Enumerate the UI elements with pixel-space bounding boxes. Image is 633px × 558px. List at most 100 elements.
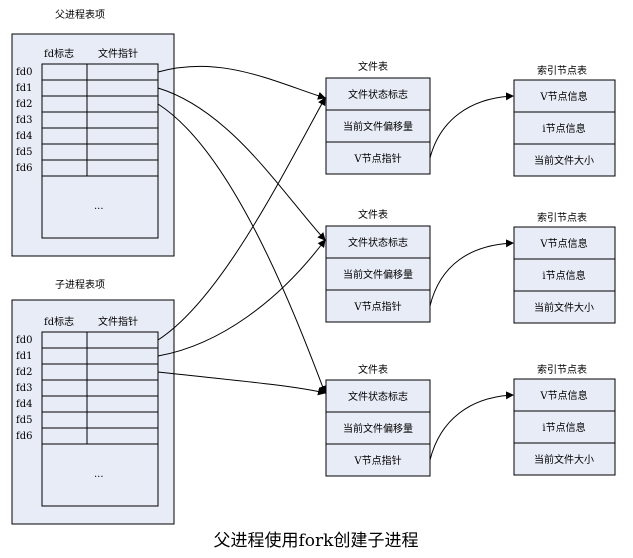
parent-fd-label: fd4: [16, 131, 32, 142]
child-fd4-flag-cell: [41, 395, 88, 413]
file-size: 当前文件大小: [534, 154, 594, 167]
inode-table-row: [513, 378, 616, 412]
file-offset: 当前文件偏移量: [343, 268, 413, 281]
diagram-caption: 父进程使用fork创建子进程: [214, 530, 419, 551]
arrow-vnode-1-to-inode-table-1: [429, 92, 514, 159]
parent-fd2-flag-cell: [41, 95, 88, 113]
child-col-fd-header: fd标志: [44, 315, 74, 328]
parent-fd-label: fd0: [16, 67, 32, 78]
parent-fd-rows: [41, 63, 159, 239]
child-fd-label: fd5: [16, 415, 32, 426]
vnode-pointer: V节点指针: [353, 152, 401, 165]
file-table-row: [325, 289, 431, 323]
child-fd-label: fd0: [16, 335, 32, 346]
file-table-3: 文件表 文件状态标志 当前文件偏移量 V节点指针: [325, 363, 431, 477]
arrow-child-fd2-to-file-table-3: [157, 371, 326, 396]
parent-fd3-ptr-cell: [86, 111, 159, 129]
child-rest-cell: [41, 443, 159, 507]
child-fd-label: fd3: [16, 383, 32, 394]
child-fd1-flag-cell: [41, 347, 88, 365]
child-col-ptr-header: 文件指针: [98, 315, 138, 328]
child-table-title: 子进程表项: [55, 278, 105, 291]
file-status-flags: 文件状态标志: [348, 236, 408, 249]
arrow-child-fd0-to-file-table-1: [157, 97, 326, 341]
inode-table-row: [513, 111, 616, 145]
file-size: 当前文件大小: [534, 453, 594, 466]
child-fd-label: fd6: [16, 431, 32, 442]
parent-fd-label: fd3: [16, 115, 32, 126]
child-fd-label: fd4: [16, 399, 32, 410]
parent-fd2-ptr-cell: [86, 95, 159, 113]
inode-table-row: [513, 410, 616, 444]
file-offset: 当前文件偏移量: [343, 422, 413, 435]
parent-fd3-flag-cell: [41, 111, 88, 129]
inode-table-title: 索引节点表: [537, 211, 587, 224]
file-table-row: [325, 77, 431, 111]
inode-table-title: 索引节点表: [537, 363, 587, 376]
child-fd6-ptr-cell: [86, 427, 159, 445]
file-table-1: 文件表 文件状态标志 当前文件偏移量 V节点指针: [325, 60, 431, 175]
arrow-parent-fd1-to-file-table-2: [157, 87, 326, 241]
inode-table-row: [513, 258, 616, 292]
child-ellipsis: ...: [94, 469, 104, 480]
inode-table-row: [513, 290, 616, 324]
file-table-title: 文件表: [358, 208, 388, 221]
child-fd0-flag-cell: [41, 331, 88, 349]
child-fd1-ptr-cell: [86, 347, 159, 365]
inode-table-2: 索引节点表 V节点信息 i节点信息 当前文件大小: [513, 211, 616, 324]
vnode-info: V节点信息: [539, 90, 587, 103]
child-fd4-ptr-cell: [86, 395, 159, 413]
inode-table-row: [513, 143, 616, 177]
parent-fd-label: fd2: [16, 99, 32, 110]
parent-ellipsis: ...: [94, 201, 104, 212]
child-fd2-flag-cell: [41, 363, 88, 381]
child-fd3-flag-cell: [41, 379, 88, 397]
inode-info: i节点信息: [542, 421, 585, 434]
child-fd5-ptr-cell: [86, 411, 159, 429]
child-fd-rows: [41, 331, 159, 507]
parent-process-table: 父进程表项 fd标志 文件指针 fd0 fd1 fd2 fd3 fd4 fd5 …: [11, 8, 175, 257]
child-fd-label: fd1: [16, 351, 32, 362]
file-table-row: [325, 109, 431, 143]
file-table-row: [325, 225, 431, 259]
parent-fd4-flag-cell: [41, 127, 88, 145]
parent-fd1-flag-cell: [41, 79, 88, 97]
child-fd5-flag-cell: [41, 411, 88, 429]
vnode-pointer: V节点指针: [353, 300, 401, 313]
vnode-info: V节点信息: [539, 389, 587, 402]
parent-fd0-flag-cell: [41, 63, 88, 81]
inode-info: i节点信息: [542, 269, 585, 282]
parent-rest-cell: [41, 175, 159, 239]
inode-table-row: [513, 79, 616, 113]
parent-col-fd-header: fd标志: [44, 47, 74, 60]
child-fd2-ptr-cell: [86, 363, 159, 381]
parent-fd6-flag-cell: [41, 159, 88, 177]
inode-table-row: [513, 442, 616, 476]
file-table-2: 文件表 文件状态标志 当前文件偏移量 V节点指针: [325, 208, 431, 323]
child-fd-label: fd2: [16, 367, 32, 378]
parent-fd5-flag-cell: [41, 143, 88, 161]
arrow-parent-fd0-to-file-table-1: [157, 65, 326, 100]
file-table-row: [325, 411, 431, 445]
inode-table-title: 索引节点表: [537, 64, 587, 77]
file-table-title: 文件表: [358, 60, 388, 73]
child-fd6-flag-cell: [41, 427, 88, 445]
parent-fd6-ptr-cell: [86, 159, 159, 177]
parent-col-ptr-header: 文件指针: [98, 47, 138, 60]
child-fd0-ptr-cell: [86, 331, 159, 349]
parent-fd-label: fd1: [16, 83, 32, 94]
vnode-pointer: V节点指针: [353, 454, 401, 467]
vnode-info: V节点信息: [539, 237, 587, 250]
parent-fd-label: fd5: [16, 147, 32, 158]
file-table-title: 文件表: [358, 363, 388, 376]
arrow-parent-fd2-to-file-table-3: [157, 103, 327, 394]
file-status-flags: 文件状态标志: [348, 88, 408, 101]
parent-fd0-ptr-cell: [86, 63, 159, 81]
arrow-vnode-3-to-inode-table-3: [429, 391, 514, 461]
inode-info: i节点信息: [542, 122, 585, 135]
inode-table-3: 索引节点表 V节点信息 i节点信息 当前文件大小: [513, 363, 616, 476]
file-size: 当前文件大小: [534, 301, 594, 314]
arrow-vnode-2-to-inode-table-2: [429, 239, 514, 307]
file-offset: 当前文件偏移量: [343, 120, 413, 133]
